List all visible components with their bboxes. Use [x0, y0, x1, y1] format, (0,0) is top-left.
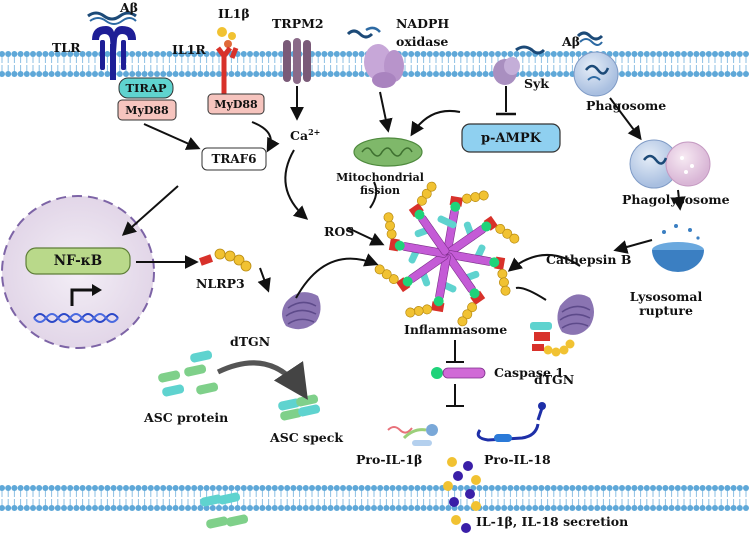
myd88-il1r-box [207, 93, 265, 115]
asc-speck-icon [278, 394, 321, 421]
pro-il18-icon [476, 402, 546, 442]
tlr-receptor-icon [92, 26, 136, 80]
il1r-label: IL1R [172, 42, 206, 57]
ab-label-left: Aβ [120, 0, 138, 15]
rupture-label: rupture [639, 303, 693, 319]
pro-il1b-icon [387, 424, 438, 446]
mito-fission-line-1: Mitochondrial [336, 171, 424, 184]
tlr-label: TLR [52, 40, 81, 55]
syk-kinase-icon [493, 45, 546, 85]
asc-protein-label: ASC protein [144, 410, 229, 425]
inflammasome-label: Inflammasome [404, 322, 508, 337]
phagolysosome-icon [629, 139, 711, 189]
trpm2-channel-icon [283, 38, 311, 84]
cathepsin-b-label: Cathepsin B [546, 252, 632, 267]
pathway-arrows [121, 86, 686, 407]
calcium-charge: 2+ [308, 127, 321, 137]
phagosome-label: Phagosome [586, 98, 667, 113]
mitochondrion-icon [353, 137, 423, 167]
p-ampk-label: p-AMPK [480, 130, 542, 146]
phagosome-icon [573, 51, 619, 97]
secreted-cytokines-icon [443, 457, 481, 533]
myd88-tlr-box [117, 99, 177, 121]
tirap-label: TIRAP [125, 81, 167, 95]
nadph-label: NADPH [396, 16, 450, 31]
ruptured-lysosome-icon [652, 224, 704, 272]
asc-speck-label: ASC speck [270, 430, 344, 445]
tirap-box [118, 77, 174, 99]
calcium-symbol: Ca [290, 128, 309, 144]
dtgn-left-icon [282, 292, 321, 330]
nadph-oxidase-icon [346, 26, 404, 88]
caspase-1-label: Caspase 1 [494, 365, 564, 380]
secretion-label: IL-1β, IL-18 secretion [476, 514, 629, 529]
cell-membrane-bottom [0, 485, 749, 511]
asc-speck-arrow [216, 360, 308, 400]
myd88-il1r-label: MyD88 [214, 97, 258, 111]
inflammasome-complex-icon [374, 181, 520, 327]
amyloid-beta-fibril-icon [87, 11, 137, 25]
il1b-ligand-icon [217, 27, 236, 48]
trpm2-label: TRPM2 [272, 16, 324, 31]
pro-il1b-label: Pro-IL-1β [356, 452, 423, 467]
il1b-ligand-label: IL1β [218, 6, 250, 21]
oxidase-label: oxidase [396, 34, 449, 49]
nlrp3-protein-icon [198, 248, 252, 272]
lysosomal-label: Lysosomal [629, 289, 703, 304]
p-ampk-box [461, 123, 561, 153]
dtgn-left-label: dTGN [230, 334, 271, 349]
cell-membrane-top [0, 51, 749, 77]
calcium-label: Ca2+ [290, 128, 320, 143]
ros-label: ROS [324, 224, 355, 239]
promoter-arrow-icon [70, 288, 94, 306]
pro-il18-label: Pro-IL-18 [484, 452, 551, 467]
dtgn-right-icon [530, 294, 594, 357]
nfkb-box [25, 247, 131, 275]
traf6-box [201, 147, 267, 171]
nfkb-label: NF-κB [53, 253, 103, 269]
caspase-1-icon [431, 367, 486, 379]
promoter-arrowhead-icon [92, 284, 102, 296]
ab-label-right: Aβ [562, 34, 580, 49]
syk-label: Syk [524, 76, 549, 91]
nlrp3-label: NLRP3 [196, 276, 245, 291]
dtgn-right-label: dTGN [534, 372, 575, 387]
membrane-asc-icon [200, 492, 249, 529]
asc-protein-icon [158, 350, 219, 397]
traf6-label: TRAF6 [211, 152, 257, 166]
dna-helix-icon [33, 313, 119, 323]
myd88-tlr-label: MyD88 [125, 103, 169, 117]
mito-fission-line-2: fission [360, 183, 400, 197]
phagolysosome-label: Phagolysosome [622, 192, 730, 207]
amyloid-beta-fibril-right-icon [576, 31, 604, 46]
